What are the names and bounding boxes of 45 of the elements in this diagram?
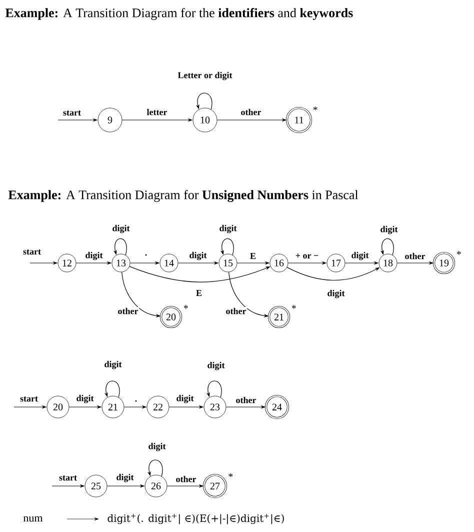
accepting-state: 21 xyxy=(268,306,290,328)
edge-label: digit xyxy=(115,473,135,483)
edge-label: digit xyxy=(84,251,104,261)
edge-label: . xyxy=(134,399,138,403)
final-mark: * xyxy=(184,305,188,309)
final-mark: * xyxy=(313,106,318,110)
accepting-state: 19 xyxy=(432,252,456,274)
edge-label: . xyxy=(144,253,148,257)
edge-label: digit xyxy=(147,442,167,452)
edge-label: + or − xyxy=(294,252,320,260)
edge-label: start xyxy=(19,396,39,402)
edge-label: digit xyxy=(75,394,95,404)
accepting-state: 20 xyxy=(160,306,182,328)
edge-label: digit xyxy=(103,360,123,370)
edge-label: digit xyxy=(379,225,399,235)
edge-label: digit xyxy=(350,251,370,261)
edge-label: digit xyxy=(326,289,346,299)
edge-label: E xyxy=(249,252,257,260)
edge-label: start xyxy=(62,110,82,116)
edge-label: other xyxy=(234,396,258,404)
edge-label: digit xyxy=(206,361,226,371)
edge-label: digit xyxy=(218,224,238,234)
heading: Example: A Transition Diagram for the identifiers and keywords xyxy=(5,8,353,20)
accepting-state: 24 xyxy=(264,394,290,420)
edge-label: start xyxy=(22,248,42,256)
edge-label: digit xyxy=(175,394,195,404)
grammar-symbol: num xyxy=(23,516,43,522)
regular-expression: digit$^{+}$(. digit$^{+}$| ∈)(E(+|-|∈)digit$^{+}$|∈) xyxy=(108,514,284,524)
edge-label: other xyxy=(240,108,262,116)
accepting-state: 27 xyxy=(202,474,228,498)
heading: Example: A Transition Diagram for Unsigned Numbers in Pascal xyxy=(8,190,358,202)
final-mark: * xyxy=(456,251,461,255)
edge-label: E xyxy=(195,289,203,297)
final-mark: * xyxy=(228,473,233,477)
edge-label: digit xyxy=(188,251,208,261)
edge-label: other xyxy=(116,307,140,315)
final-mark: * xyxy=(292,305,296,309)
edge-label: digit xyxy=(111,224,131,234)
edge-label: other xyxy=(404,252,426,260)
edge-label: letter xyxy=(146,108,168,116)
edge-label: Letter or digit xyxy=(176,71,234,81)
edge-label: other xyxy=(224,307,248,315)
edge-label: other xyxy=(174,475,198,483)
accepting-state: 11 xyxy=(286,106,312,134)
edge-label: start xyxy=(58,474,78,482)
